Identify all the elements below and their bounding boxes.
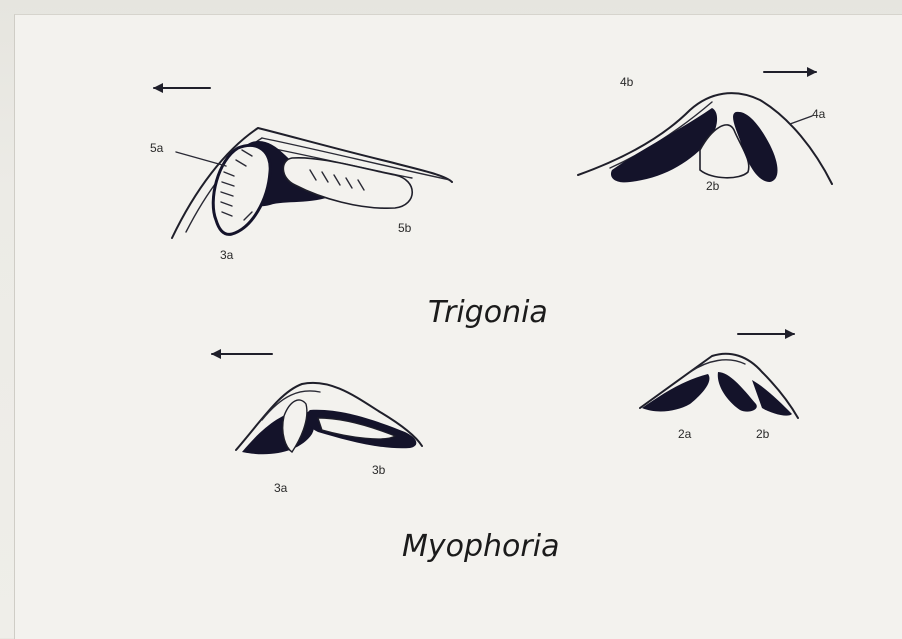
genus-title-trigonia: Trigonia (428, 295, 548, 330)
trigonia-right-valve: 4b 4a 2b (578, 72, 832, 193)
label-3a: 3a (274, 481, 288, 495)
label-2b: 2b (706, 179, 720, 193)
label-2a: 2a (678, 427, 692, 441)
myophoria-left-valve: 3a 3b (212, 354, 422, 495)
label-3b: 3b (372, 463, 386, 477)
label-2b: 2b (756, 427, 770, 441)
label-5b: 5b (398, 221, 412, 235)
label-4a: 4a (812, 107, 826, 121)
label-5a: 5a (150, 141, 164, 155)
label-3a: 3a (220, 248, 234, 262)
genus-title-myophoria: Myophoria (402, 529, 559, 564)
myophoria-right-valve: 2a 2b (640, 334, 798, 441)
trigonia-left-valve: 5a 3a 5b (150, 88, 452, 262)
label-4b: 4b (620, 75, 634, 89)
